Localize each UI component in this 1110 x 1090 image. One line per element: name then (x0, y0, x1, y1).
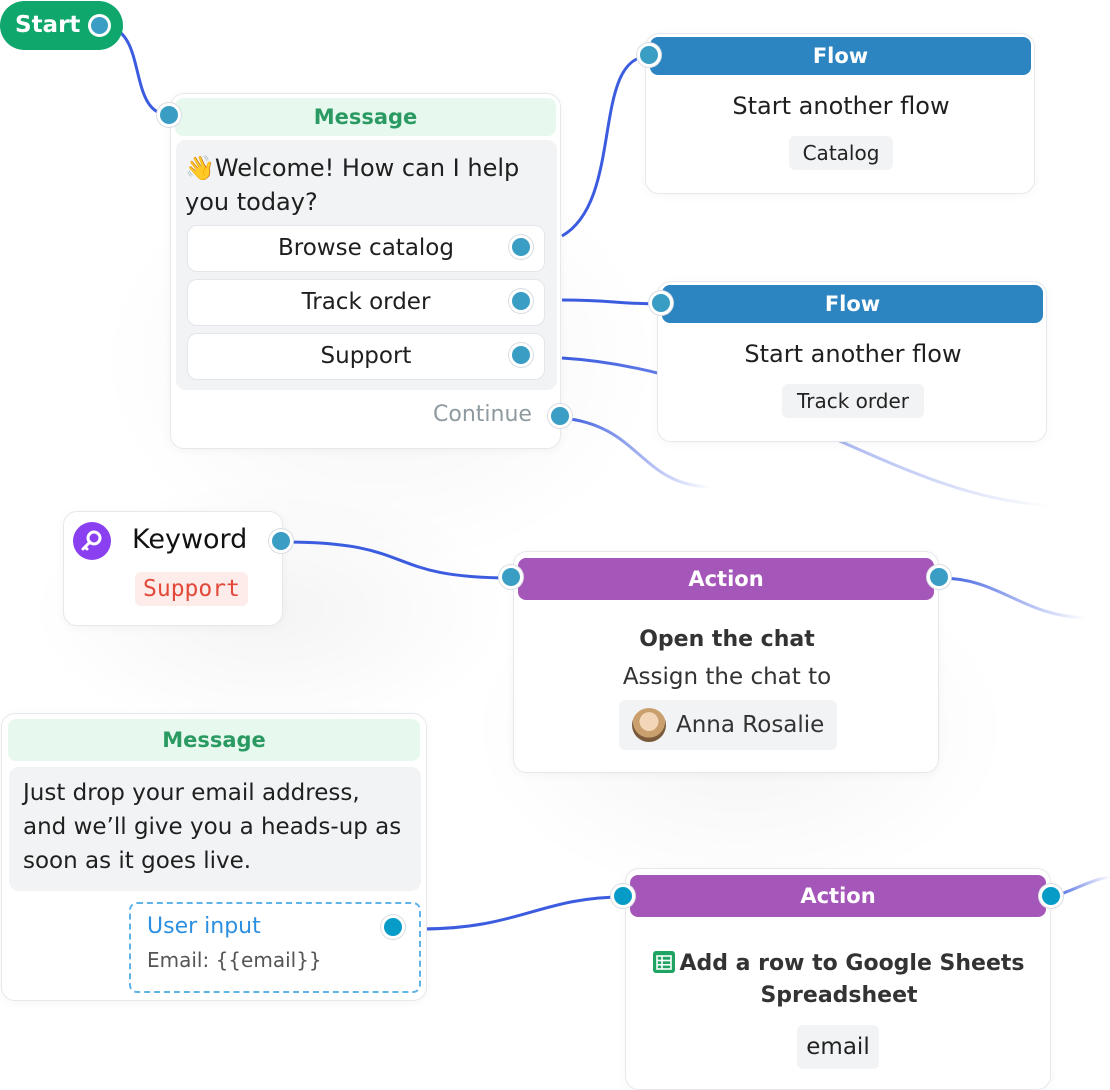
flow-title: Start another flow (744, 340, 962, 368)
message1-input-port[interactable] (157, 103, 181, 127)
flow-tag: Track order (782, 384, 924, 418)
flow-node-track-order[interactable]: Flow Start another flow Track order (657, 281, 1047, 442)
support-port[interactable] (509, 343, 533, 367)
keyword-label: Keyword (132, 524, 248, 555)
flow1-input-port[interactable] (637, 43, 661, 67)
action2-output-port[interactable] (1039, 884, 1063, 908)
user-input-label: User input (147, 914, 261, 939)
button-track-order[interactable]: Track order (187, 279, 545, 326)
user-input-field[interactable]: User input Email: {{email}} (129, 902, 421, 993)
assignee-name: Anna Rosalie (676, 712, 825, 738)
action-header: Action (630, 875, 1046, 917)
message-header: Message (8, 719, 420, 761)
link-track-flow2 (561, 298, 663, 306)
assignee-chip: Anna Rosalie (619, 700, 837, 750)
link-input-action2 (419, 895, 625, 931)
action-header: Action (518, 558, 934, 600)
message-text: Just drop your email address, and we’ll … (23, 780, 402, 874)
start-label: Start (15, 12, 81, 38)
action-tag: email (797, 1025, 879, 1069)
button-support[interactable]: Support (187, 333, 545, 380)
button-browse-catalog[interactable]: Browse catalog (187, 225, 545, 272)
flow-tag: Catalog (789, 136, 893, 170)
action1-input-port[interactable] (499, 565, 523, 589)
link-keyword-action1 (283, 540, 513, 580)
action-title: Add a row to Google Sheets Spreadsheet (679, 951, 1025, 1008)
keyword-value: Support (135, 572, 248, 606)
start-node[interactable]: Start (0, 1, 123, 50)
message-bubble (9, 767, 421, 891)
flow-node-catalog[interactable]: Flow Start another flow Catalog (645, 33, 1035, 194)
link-action1-out (939, 576, 1086, 620)
message-node-welcome[interactable]: Message 👋Welcome! How can I help you tod… (170, 93, 561, 449)
keyword-output-port[interactable] (269, 529, 293, 553)
keyword-node[interactable]: Keyword Support (63, 511, 283, 626)
message-header: Message (175, 98, 556, 136)
link-browse-flow1 (561, 54, 651, 238)
action1-output-port[interactable] (927, 565, 951, 589)
button-label: Support (320, 343, 412, 369)
flow-header: Flow (650, 37, 1031, 75)
action-node-open-chat[interactable]: Action Open the chat Assign the chat to … (513, 551, 939, 773)
flow-title: Start another flow (732, 92, 950, 120)
user-avatar (632, 708, 666, 742)
user-input-value: Email: {{email}} (147, 948, 322, 972)
flow-header: Flow (662, 285, 1043, 323)
message-node-email[interactable]: Message Just drop your email address, an… (1, 713, 427, 1001)
google-sheets-icon (653, 951, 676, 973)
button-label: Browse catalog (278, 235, 454, 261)
flow2-input-port[interactable] (649, 291, 673, 315)
action2-input-port[interactable] (611, 884, 635, 908)
action-title-row: Add a row to Google Sheets Spreadsheet (646, 948, 1032, 1012)
key-icon (73, 522, 111, 560)
message-text: 👋Welcome! How can I help you today? (185, 151, 545, 219)
button-label: Track order (301, 289, 431, 315)
continue-port[interactable] (548, 404, 572, 428)
action-subtitle: Assign the chat to (622, 664, 832, 690)
browse-catalog-port[interactable] (509, 235, 533, 259)
track-order-port[interactable] (509, 289, 533, 313)
user-input-output-port[interactable] (381, 915, 405, 939)
link-continue-out (561, 416, 711, 489)
action-node-google-sheets[interactable]: Action Add a row to Google Sheets Spread… (625, 868, 1051, 1090)
message-text-body: Welcome! How can I help you today? (185, 154, 520, 216)
action-title: Open the chat (639, 627, 815, 652)
continue-label: Continue (433, 402, 532, 427)
ring-icon[interactable] (88, 14, 111, 37)
wave-emoji: 👋 (185, 154, 215, 182)
